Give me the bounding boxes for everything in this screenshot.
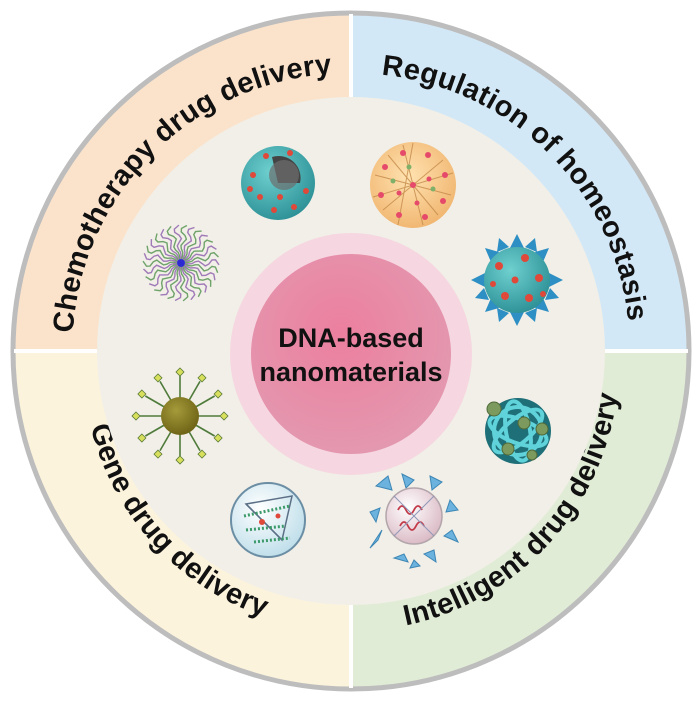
micelle-strand	[184, 251, 219, 264]
micelle-strand	[183, 239, 214, 262]
sna-strand	[195, 424, 216, 437]
sna-strand	[144, 424, 165, 437]
micelle-strand	[154, 265, 179, 292]
micelle-strand	[183, 234, 208, 261]
micelle-strand	[150, 239, 179, 262]
sna-strand	[159, 380, 172, 401]
sna-strand	[188, 380, 201, 401]
center-core	[251, 254, 451, 454]
micelle-strand	[183, 264, 212, 287]
dna-origami-nanostructure-icon	[369, 473, 460, 569]
outer-border	[10, 10, 692, 692]
micelle-strand	[181, 226, 195, 260]
center-title-line2: nanomaterials	[259, 357, 442, 387]
sna-strand-tip	[219, 411, 229, 421]
micelle-strand	[160, 266, 180, 296]
micelle-strand	[143, 262, 178, 275]
sna-strand-tip	[153, 449, 163, 459]
dna-nanoflower-icon	[370, 142, 456, 228]
sna-strand-tip	[213, 433, 223, 443]
micelle-strand	[184, 263, 219, 274]
spherical-nucleic-acid-icon	[131, 367, 229, 465]
sna-strand-tip	[153, 373, 163, 383]
sna-strand-tip	[131, 411, 141, 421]
micelle-strand	[181, 266, 196, 301]
micelle-strand	[148, 264, 179, 287]
quadrant-dividers	[14, 14, 688, 688]
sna-strand-tip	[175, 367, 185, 377]
micelle-strand	[180, 224, 188, 260]
micelle-strand	[182, 230, 202, 260]
sna-strand-tip	[175, 455, 185, 465]
micelle-strand	[184, 264, 216, 281]
micelle-strand	[166, 225, 181, 260]
micelle-strand	[182, 266, 202, 298]
micelle-strand	[160, 228, 180, 260]
micelle-strand	[184, 245, 217, 263]
micelle-strand	[179, 266, 189, 302]
sna-strand-tip	[137, 389, 147, 399]
micelle-strand	[142, 259, 178, 267]
sna-strand-tip	[197, 373, 207, 383]
micelle-strand	[167, 266, 181, 300]
sna-strand-tip	[137, 433, 147, 443]
sna-strand	[159, 431, 172, 452]
sna-strand	[144, 395, 165, 408]
hollow-sphere-nanoparticle-icon	[241, 146, 315, 220]
micelle-strand	[174, 266, 182, 302]
micelle-strand	[143, 252, 178, 263]
sna-strand-tip	[197, 449, 207, 459]
sna-strand-tip	[213, 389, 223, 399]
micelle-strand	[146, 245, 178, 262]
dna-cage-nanoparticle-icon	[485, 398, 551, 464]
micelle-strand	[145, 263, 178, 281]
micelle-strand	[183, 265, 208, 293]
micelle-strand	[154, 233, 179, 261]
center-title-line1: DNA-based	[278, 323, 424, 353]
micelle-strand	[173, 224, 183, 260]
sna-strand	[188, 431, 201, 452]
micelle-strand	[184, 259, 220, 267]
spiky-virus-like-nanoparticle-icon	[471, 234, 563, 326]
micelle-dna-icon	[142, 224, 220, 302]
sna-strand	[195, 395, 216, 408]
dna-tetrahedron-capsule-icon	[230, 482, 306, 558]
